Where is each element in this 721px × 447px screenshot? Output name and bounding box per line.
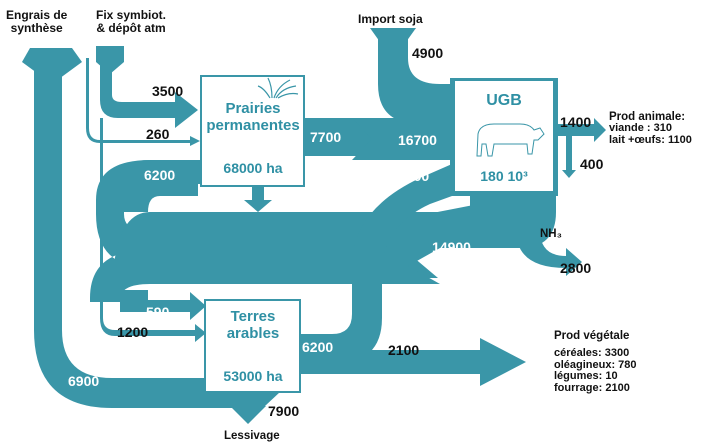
flow-soy-import — [378, 30, 450, 124]
grassland-name-1: Prairies — [225, 100, 281, 117]
flow-label-4100: 4100 — [398, 168, 430, 184]
plant-output-oilseeds: oléagineux: 780 — [554, 358, 637, 371]
grassland-area: 68000 ha — [223, 160, 283, 176]
flow-label-7700: 7700 — [310, 129, 342, 145]
flow-grass-to-ugb — [304, 118, 378, 156]
flow-fix-head — [96, 46, 124, 74]
flow-label-4900: 4900 — [412, 45, 444, 61]
flow-label-1400: 1400 — [560, 114, 592, 130]
cropland-name-2: arables — [226, 325, 280, 342]
plant-output-title: Prod végétale — [554, 330, 630, 342]
flow-label-2800: 2800 — [560, 260, 592, 276]
flow-fertilizer-head — [22, 48, 82, 84]
flow-label-2100: 2100 — [388, 342, 420, 358]
flow-label-6200-grass: 6200 — [144, 167, 176, 183]
plant-output: Prod végétale céréales: 3300 oléagineux:… — [554, 330, 637, 394]
flow-manure-to-grass — [118, 160, 198, 212]
cropland-area: 53000 ha — [223, 368, 283, 384]
cropland-name-1: Terres — [230, 308, 276, 325]
plant-output-forage: fourrage: 2100 — [554, 381, 630, 394]
flow-label-16700: 16700 — [398, 132, 437, 148]
flow-fix-to-grassland — [100, 48, 198, 128]
grassland-name: Prairies permanentes — [205, 100, 301, 134]
flow-label-6900: 6900 — [68, 373, 100, 389]
ugb-node — [453, 79, 555, 193]
soy-import-label: Import soja — [358, 12, 423, 26]
flow-label-14900: 14900 — [432, 239, 471, 255]
flow-manure-to-crop — [120, 290, 206, 320]
fertilizer-source-label: Engrais de synthèse — [6, 9, 67, 34]
flow-grass-down — [244, 186, 272, 212]
plant-output-cereals: céréales: 3300 — [554, 347, 630, 360]
flow-ugb-input — [352, 118, 452, 160]
plant-output-vegetables: légumes: 10 — [554, 370, 618, 383]
flow-label-7900: 7900 — [268, 403, 300, 419]
flow-label-260: 260 — [146, 126, 170, 142]
fixation-line-2: & dépôt atm — [96, 20, 166, 35]
animal-output-meat: viande : 310 — [609, 122, 672, 135]
fixation-source-label: Fix symbiot. & dépôt atm — [96, 9, 166, 34]
animal-output-milk: lait +œufs: 1100 — [609, 133, 692, 146]
grassland-name-2: permanentes — [206, 117, 300, 134]
nh3-label: NH₃ — [540, 228, 562, 240]
flow-leaching — [230, 392, 266, 424]
cow-icon — [476, 123, 545, 157]
flow-label-1200: 1200 — [117, 324, 149, 340]
flow-label-590: 590 — [146, 304, 170, 320]
ugb-count: 180 10³ — [480, 168, 528, 184]
flow-label-6200-crop: 6200 — [302, 339, 334, 355]
fertilizer-line-2: synthèse — [10, 20, 63, 35]
grass-icon — [257, 77, 299, 99]
animal-output: Prod animale: viande : 310 lait +œufs: 1… — [609, 111, 692, 146]
flow-nh3 — [516, 196, 582, 276]
flow-label-3500: 3500 — [152, 83, 184, 99]
cropland-name: Terres arables — [207, 308, 299, 342]
ugb-name: UGB — [486, 92, 522, 109]
flow-label-400: 400 — [580, 156, 604, 172]
fertilizer-line-1: Engrais de — [6, 8, 68, 22]
cropland-node — [204, 299, 301, 393]
flow-manure-band — [112, 196, 556, 300]
animal-output-title: Prod animale: — [609, 111, 686, 123]
fixation-line-1: Fix symbiot. — [96, 8, 167, 22]
flow-soy-head — [370, 28, 416, 42]
flow-animal-loss — [562, 136, 576, 178]
flow-crop-products — [300, 338, 526, 386]
flow-crop-feed — [300, 164, 452, 364]
leaching-label: Lessivage — [224, 430, 280, 442]
